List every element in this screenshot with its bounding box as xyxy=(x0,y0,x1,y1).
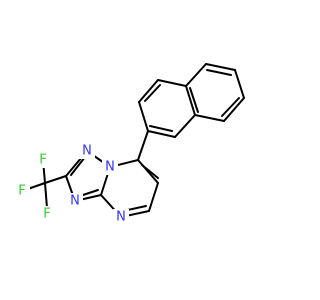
bond xyxy=(185,85,196,116)
bond xyxy=(205,63,236,71)
bond xyxy=(185,63,207,87)
molecule-canvas: N N N N F F F xyxy=(14,63,245,225)
bond xyxy=(138,79,159,103)
bond xyxy=(174,114,196,138)
bond xyxy=(148,182,159,212)
bond xyxy=(144,84,161,102)
bond xyxy=(189,87,199,113)
atom-label-group: N N N N F F F xyxy=(14,143,129,225)
bond xyxy=(157,79,187,87)
bond xyxy=(44,175,67,184)
nitrogen-atom-label: N xyxy=(116,210,126,225)
bond-group xyxy=(21,63,245,218)
bond xyxy=(221,97,240,117)
label-background xyxy=(79,143,95,159)
nitrogen-atom-label: N xyxy=(105,160,115,175)
nitrogen-atom-label: N xyxy=(70,194,80,209)
label-background xyxy=(67,193,83,209)
bond xyxy=(137,159,159,184)
bond xyxy=(194,114,225,122)
bond xyxy=(147,130,176,138)
bond xyxy=(141,164,159,179)
label-background xyxy=(102,159,118,175)
bond xyxy=(149,125,173,132)
bond xyxy=(138,101,149,132)
label-background xyxy=(35,152,51,168)
fluorine-atom-label: F xyxy=(18,184,25,199)
label-background xyxy=(14,183,30,199)
label-background xyxy=(39,206,55,222)
fluorine-atom-label: F xyxy=(39,153,46,168)
nitrogen-atom-label: N xyxy=(82,144,92,159)
bond xyxy=(137,130,149,161)
fluorine-atom-label: F xyxy=(43,207,50,222)
bond xyxy=(223,97,245,122)
label-background xyxy=(113,209,129,225)
bond xyxy=(44,182,48,209)
bond xyxy=(70,156,86,176)
structure-drawing: N N N N F F F xyxy=(14,63,245,225)
bond xyxy=(206,69,232,76)
bond xyxy=(234,69,245,99)
